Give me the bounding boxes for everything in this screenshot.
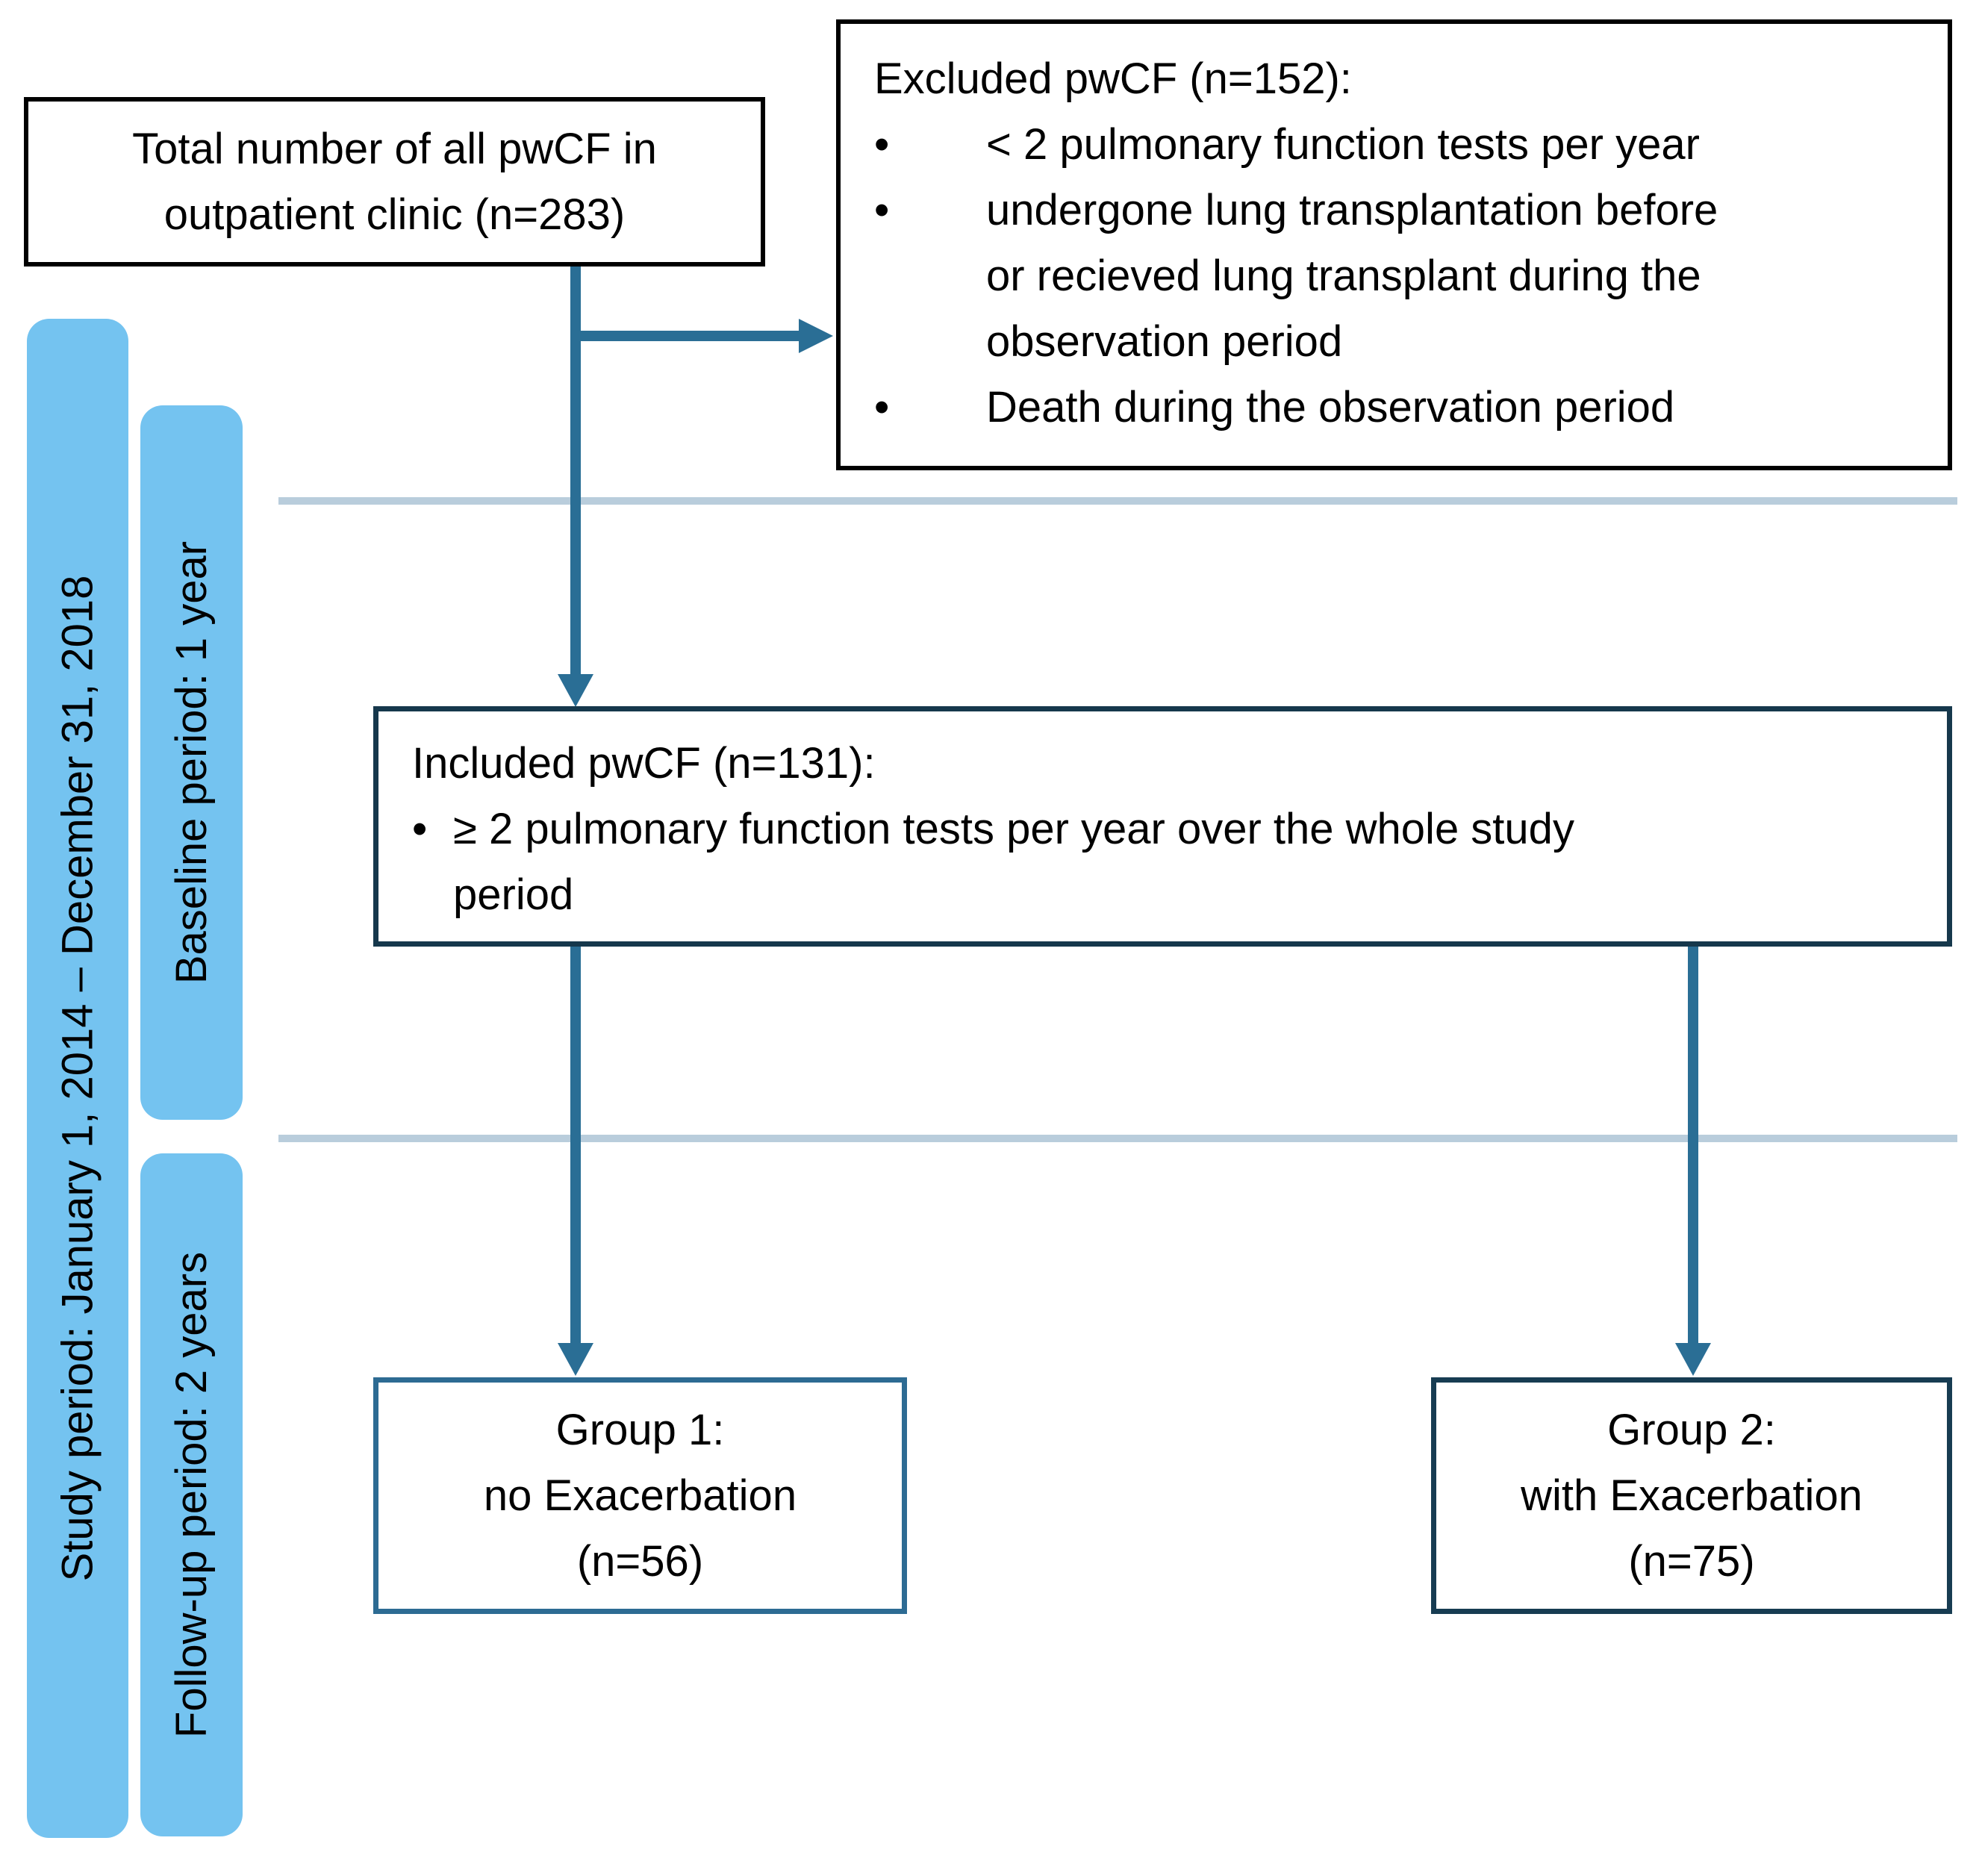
group2-line: Group 2: bbox=[1607, 1405, 1776, 1454]
excluded-bullet-3-text: Death during the observation period bbox=[986, 383, 1675, 431]
excluded-bullet-2-text: observation period bbox=[986, 317, 1343, 366]
excluded-bullet-2-text: undergone lung transplantation before bbox=[986, 186, 1718, 234]
excluded-bullet-3: • Death during the observation period bbox=[874, 375, 1927, 440]
excluded-bullet-1: • < 2 pulmonary function tests per year bbox=[874, 112, 1927, 178]
study-period-label: Study period: January 1, 2014 – December… bbox=[53, 575, 102, 1582]
bullet-icon: • bbox=[412, 805, 428, 853]
arrowhead-down-icon bbox=[558, 674, 593, 707]
study-period-bar: Study period: January 1, 2014 – December… bbox=[27, 319, 128, 1838]
included-pwcf-box: Included pwCF (n=131): • ≥ 2 pulmonary f… bbox=[373, 706, 1952, 947]
arrowhead-right-icon bbox=[799, 319, 833, 353]
excluded-bullet-2: • undergone lung transplantation before … bbox=[874, 178, 1927, 375]
bullet-icon: • bbox=[874, 120, 890, 169]
excluded-bullet-1-text: < 2 pulmonary function tests per year bbox=[986, 120, 1700, 169]
group1-line: Group 1: bbox=[555, 1405, 725, 1454]
followup-period-label: Follow-up period: 2 years bbox=[167, 1251, 216, 1739]
included-bullet-1: • ≥ 2 pulmonary function tests per year … bbox=[412, 797, 1926, 928]
followup-period-bar: Follow-up period: 2 years bbox=[140, 1153, 243, 1836]
total-pwcf-line: outpatient clinic (n=283) bbox=[163, 190, 626, 239]
bullet-icon: • bbox=[874, 186, 890, 234]
baseline-period-bar: Baseline period: 1 year bbox=[140, 405, 243, 1120]
group1-line: no Exacerbation bbox=[483, 1471, 797, 1520]
arrowhead-down-icon bbox=[1675, 1343, 1711, 1376]
group1-box: Group 1: no Exacerbation (n=56) bbox=[373, 1377, 907, 1614]
excluded-title: Excluded pwCF (n=152): bbox=[874, 54, 1352, 103]
divider-study-baseline bbox=[278, 497, 1957, 505]
divider-baseline-followup bbox=[278, 1135, 1957, 1142]
included-bullet-1-text: period bbox=[453, 870, 574, 919]
group2-line: (n=75) bbox=[1628, 1536, 1755, 1586]
total-pwcf-line: Total number of all pwCF in bbox=[132, 124, 657, 173]
included-title: Included pwCF (n=131): bbox=[412, 739, 876, 788]
arrow-total-to-included bbox=[570, 267, 581, 677]
arrow-total-to-excluded bbox=[576, 331, 801, 341]
included-bullet-1-text: ≥ 2 pulmonary function tests per year ov… bbox=[453, 805, 1574, 853]
group2-line: with Exacerbation bbox=[1521, 1471, 1863, 1520]
group1-line: (n=56) bbox=[576, 1536, 704, 1586]
total-pwcf-box: Total number of all pwCF in outpatient c… bbox=[24, 97, 765, 267]
arrow-included-to-group1 bbox=[570, 947, 581, 1344]
arrowhead-down-icon bbox=[558, 1343, 593, 1376]
arrow-included-to-group2 bbox=[1688, 947, 1698, 1344]
group2-box: Group 2: with Exacerbation (n=75) bbox=[1431, 1377, 1952, 1614]
bullet-icon: • bbox=[874, 383, 890, 431]
excluded-bullet-2-text: or recieved lung transplant during the bbox=[986, 252, 1701, 300]
baseline-period-label: Baseline period: 1 year bbox=[167, 540, 216, 985]
excluded-pwcf-box: Excluded pwCF (n=152): • < 2 pulmonary f… bbox=[836, 19, 1952, 470]
